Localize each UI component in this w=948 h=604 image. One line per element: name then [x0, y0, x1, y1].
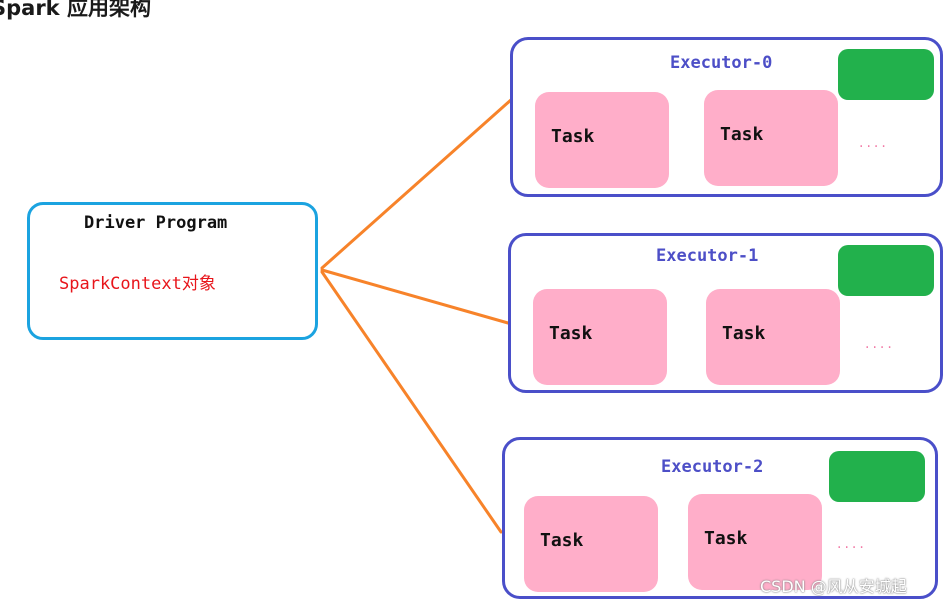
task-box: Task	[706, 289, 840, 385]
more-tasks-ellipsis: ....	[837, 536, 867, 552]
csdn-watermark: CSDN @风从安城起	[760, 577, 907, 596]
executor-box-2: Executor-2 Task Task ....	[502, 437, 938, 599]
connector-driver-executor-1	[320, 268, 510, 325]
more-tasks-ellipsis: ....	[865, 336, 895, 352]
task-box: Task	[688, 494, 822, 590]
task-box: Task	[535, 92, 669, 188]
task-label: Task	[704, 528, 748, 549]
spark-context-label: SparkContext对象	[59, 274, 216, 294]
page-heading: Spark 应用架构	[0, 0, 151, 20]
driver-program-box: Driver Program SparkContext对象	[27, 202, 318, 340]
task-label: Task	[540, 530, 584, 551]
connector-driver-executor-0	[320, 97, 514, 270]
connector-driver-executor-2	[320, 270, 503, 534]
driver-program-title: Driver Program	[84, 213, 228, 233]
task-box: Task	[533, 289, 667, 385]
task-label: Task	[722, 323, 766, 344]
task-box: Task	[524, 496, 658, 592]
task-label: Task	[551, 126, 595, 147]
executor-title: Executor-1	[656, 246, 759, 266]
executor-title: Executor-0	[670, 53, 773, 73]
executor-box-1: Executor-1 Task Task ....	[508, 233, 943, 393]
executor-slot-indicator	[838, 49, 934, 100]
executor-title: Executor-2	[661, 457, 764, 477]
executor-slot-indicator	[838, 245, 934, 296]
executor-box-0: Executor-0 Task Task ....	[510, 37, 943, 197]
executor-slot-indicator	[829, 451, 925, 502]
task-box: Task	[704, 90, 838, 186]
task-label: Task	[720, 124, 764, 145]
more-tasks-ellipsis: ....	[859, 135, 889, 151]
task-label: Task	[549, 323, 593, 344]
